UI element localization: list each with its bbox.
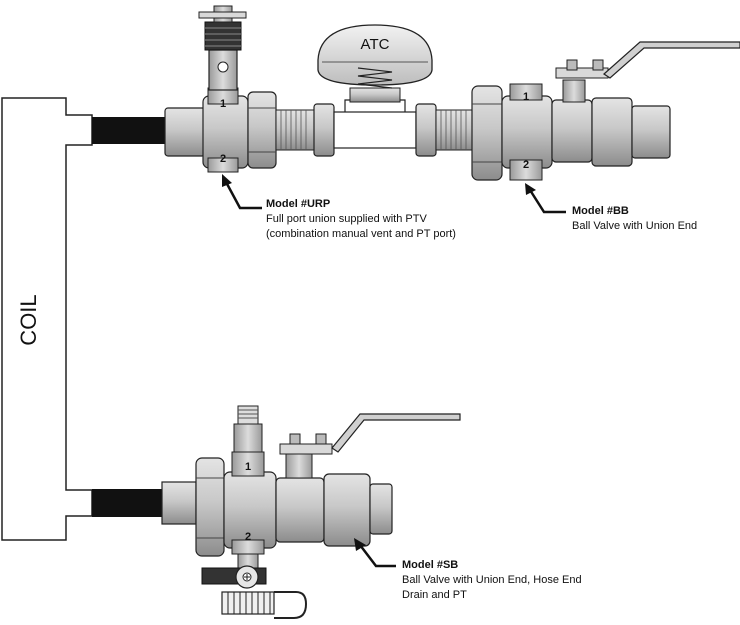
coil-label: COIL	[16, 294, 41, 345]
urp-callout-arrow	[222, 174, 262, 210]
urp-callout: Model #URP Full port union supplied with…	[266, 197, 466, 242]
urp-port-1: 1	[220, 98, 226, 110]
urp-description: Full port union supplied with PTV (combi…	[266, 213, 456, 240]
sb-description: Ball Valve with Union End, Hose End Drai…	[402, 574, 582, 601]
bb-description: Ball Valve with Union End	[572, 220, 698, 232]
sb-callout-arrow	[354, 538, 396, 568]
sb-model-label: Model #SB	[402, 559, 459, 571]
urp-union-valve: 1 2	[164, 87, 335, 173]
urp-port-2: 2	[220, 153, 226, 165]
atc-actuator: ATC	[317, 24, 433, 149]
bb-port-2: 2	[523, 159, 529, 171]
urp-model-label: Model #URP	[266, 198, 331, 210]
bb-port-1: 1	[523, 91, 529, 103]
bb-callout-arrow	[525, 183, 566, 214]
bb-callout: Model #BB Ball Valve with Union End	[572, 204, 732, 234]
supply-pipe	[92, 117, 168, 144]
atc-label: ATC	[361, 36, 390, 53]
sb-port-2: 2	[245, 531, 251, 543]
bb-ball-valve: 1 2	[415, 41, 740, 181]
coil: COIL	[1, 97, 93, 541]
sb-ball-valve: 1 2	[161, 405, 461, 619]
sb-port-1: 1	[245, 461, 251, 473]
bb-model-label: Model #BB	[572, 205, 629, 217]
sb-callout: Model #SB Ball Valve with Union End, Hos…	[402, 558, 602, 603]
ptv-vent	[198, 5, 247, 91]
return-pipe	[92, 489, 164, 517]
